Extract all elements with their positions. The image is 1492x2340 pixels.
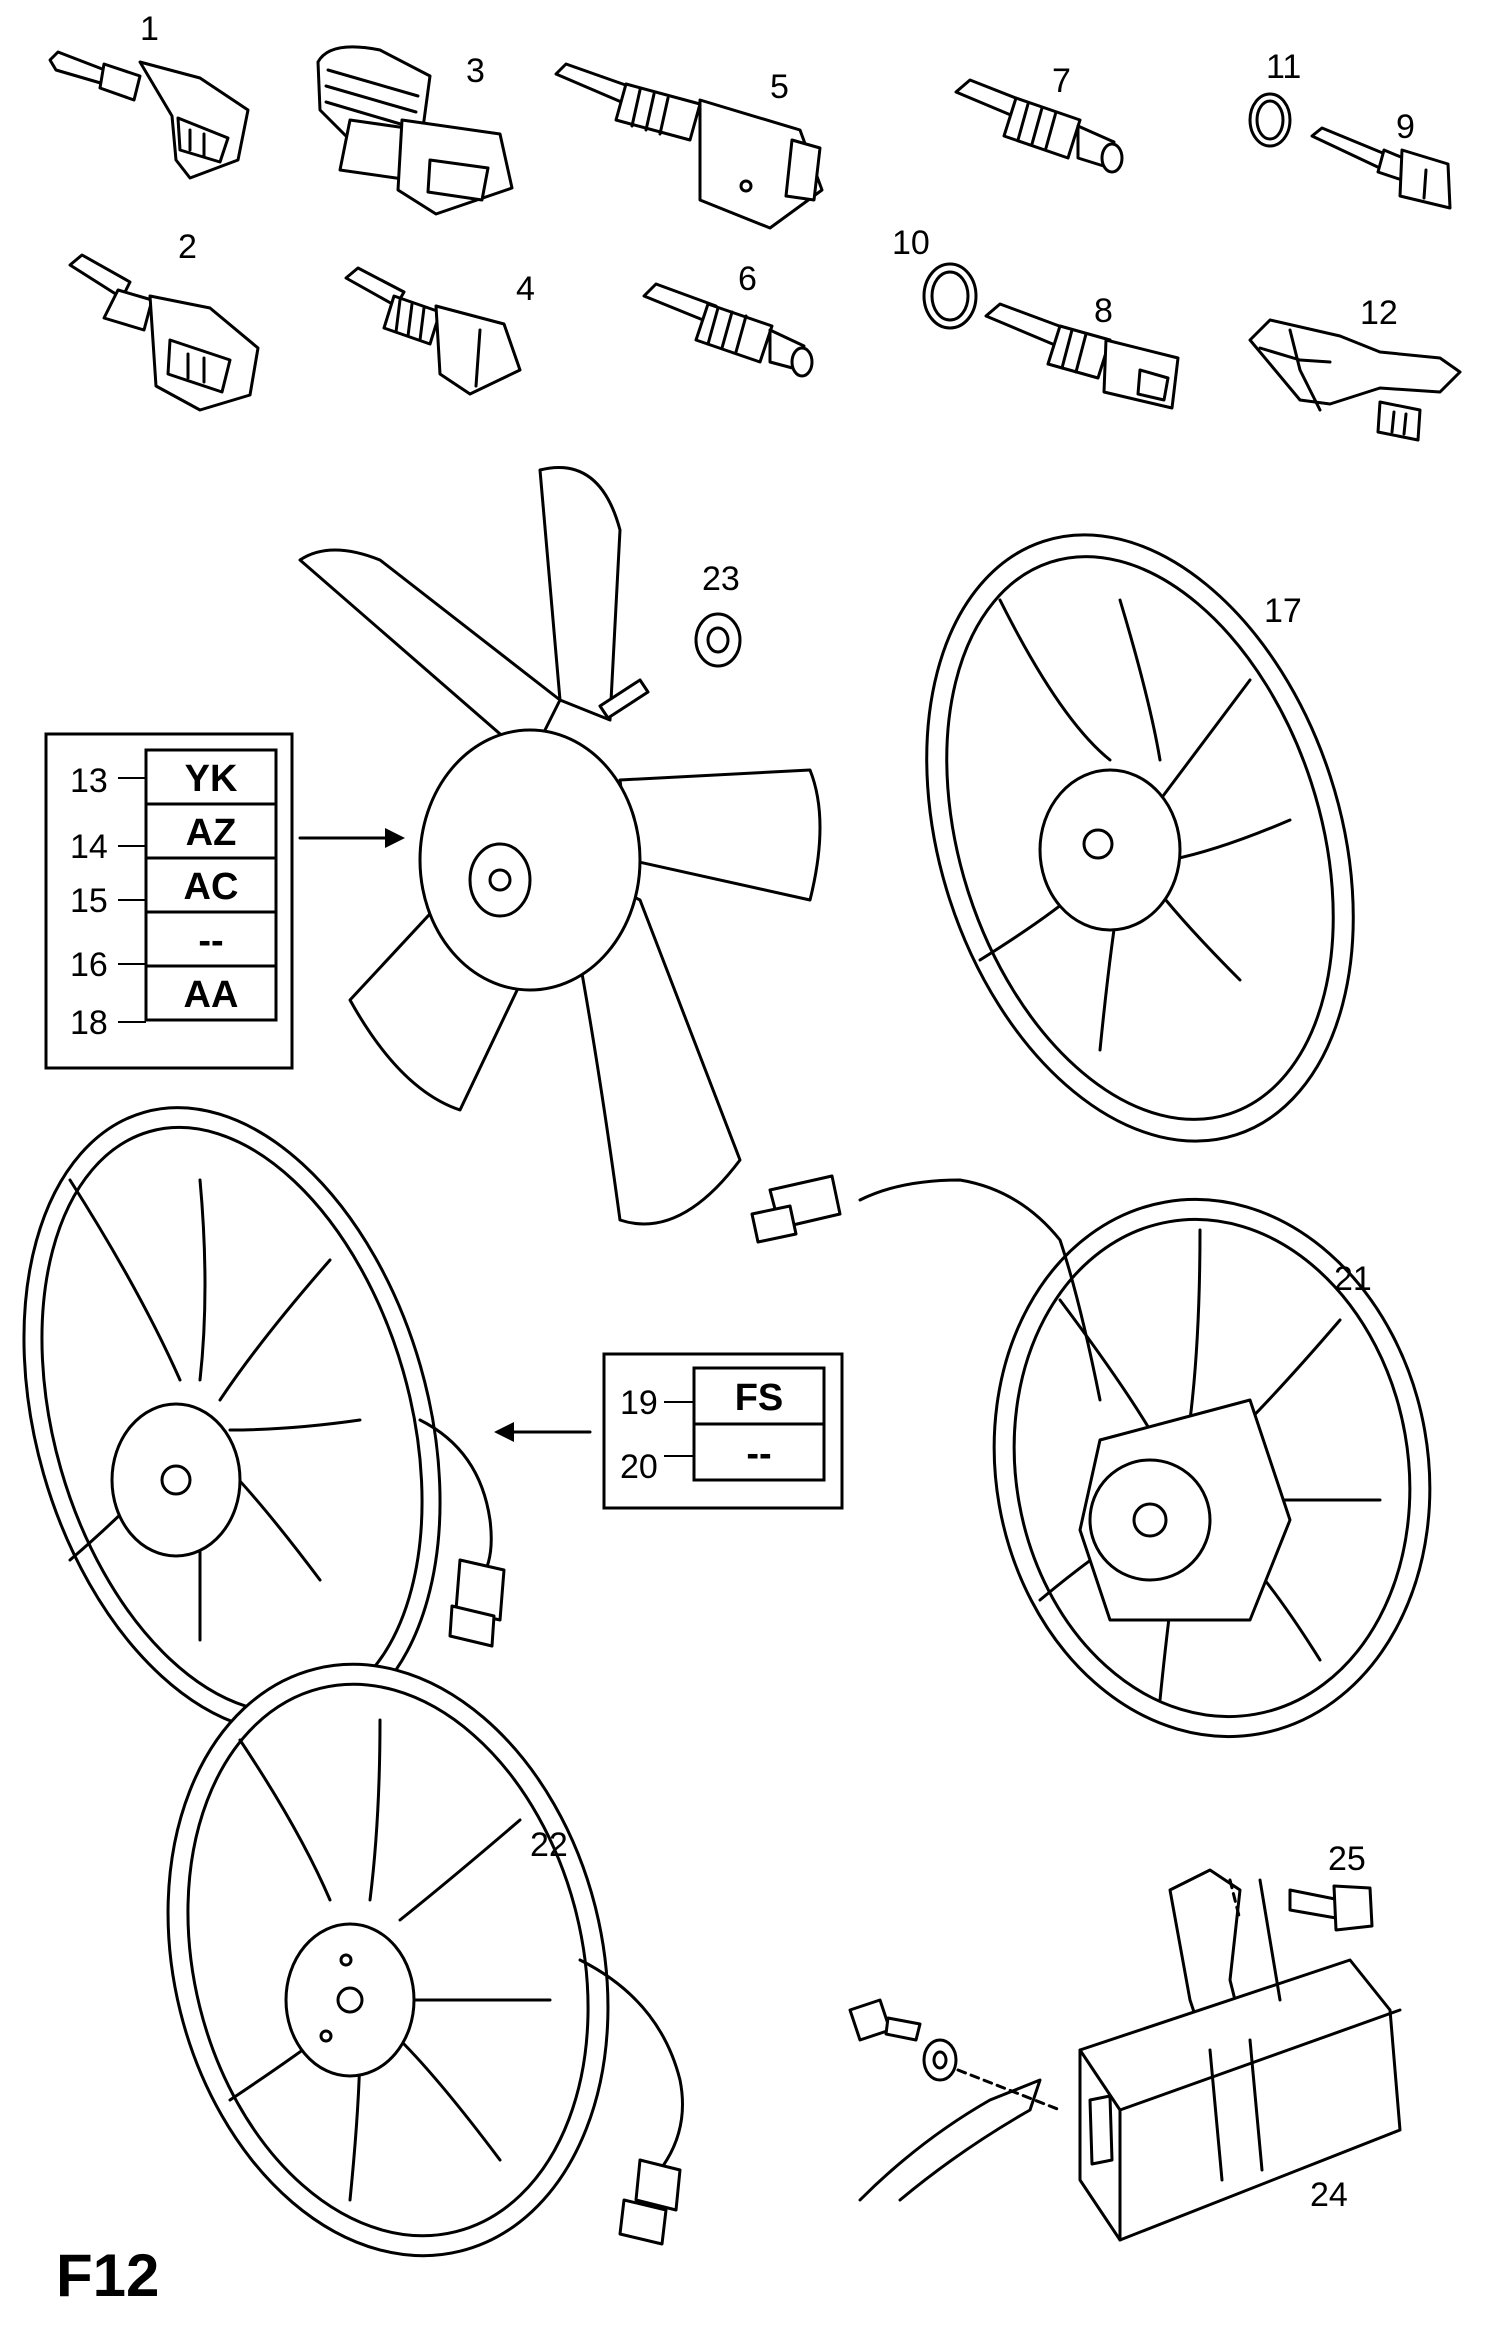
nut-23-icon bbox=[694, 612, 742, 668]
code-row-num: 19 bbox=[620, 1384, 658, 1422]
code-value: FS bbox=[735, 1377, 784, 1419]
part-label-5: 5 bbox=[770, 68, 789, 106]
washer-icon bbox=[922, 2038, 958, 2082]
fan-shroud-17-icon bbox=[925, 533, 1355, 1143]
connector-12-icon bbox=[1248, 318, 1462, 442]
sensor-7-icon bbox=[954, 78, 1124, 174]
sensor-8-icon bbox=[984, 302, 1180, 410]
sensor-9-icon bbox=[1310, 126, 1452, 210]
part-label-4: 4 bbox=[516, 270, 535, 308]
part-label-24: 24 bbox=[1310, 2176, 1348, 2214]
fan-assembly-21-icon bbox=[750, 1174, 1432, 1739]
sensor-3-icon bbox=[316, 45, 514, 216]
sensor-2-icon bbox=[68, 253, 260, 412]
code-row-num: 18 bbox=[70, 1004, 108, 1042]
code-row-num: 14 bbox=[70, 828, 108, 866]
arrow-icon bbox=[298, 828, 405, 848]
code-value: AA bbox=[184, 974, 239, 1016]
fan-assembly-19-icon bbox=[22, 1106, 506, 1734]
code-row-num: 15 bbox=[70, 882, 108, 920]
part-label-25: 25 bbox=[1328, 1840, 1366, 1878]
bolt-25-icon bbox=[1288, 1884, 1374, 1932]
resistor-24-icon bbox=[1078, 1868, 1402, 2242]
code-cell-13 bbox=[144, 748, 278, 806]
code-table-1: 13 14 15 16 18 YK AZ AC -- AA bbox=[44, 732, 294, 1070]
sheet-id: F12 bbox=[56, 2242, 159, 2309]
cooling-fan-icon bbox=[298, 466, 822, 1226]
screw-icon bbox=[848, 1998, 922, 2042]
part-label-11: 11 bbox=[1266, 48, 1301, 86]
code-value: -- bbox=[198, 920, 223, 962]
washer-11-icon bbox=[1248, 92, 1292, 148]
part-label-3: 3 bbox=[466, 52, 485, 90]
part-label-22: 22 bbox=[530, 1826, 568, 1864]
washer-10-icon bbox=[922, 262, 978, 330]
code-value: YK bbox=[185, 758, 238, 800]
fan-assembly-22-icon bbox=[166, 1662, 684, 2258]
code-cell-18 bbox=[144, 964, 278, 1022]
code-cell-14 bbox=[144, 802, 278, 860]
code-cell-20 bbox=[692, 1422, 826, 1482]
sensor-4-icon bbox=[344, 266, 522, 396]
part-label-8: 8 bbox=[1094, 292, 1113, 330]
part-label-17: 17 bbox=[1264, 592, 1302, 630]
sensor-6-icon bbox=[642, 282, 814, 378]
part-label-7: 7 bbox=[1052, 62, 1071, 100]
part-label-10: 10 bbox=[892, 224, 930, 262]
part-label-21: 21 bbox=[1334, 1260, 1372, 1298]
code-value: AZ bbox=[186, 812, 237, 854]
code-cell-19 bbox=[692, 1366, 826, 1426]
part-label-23: 23 bbox=[702, 560, 740, 598]
code-row-num: 16 bbox=[70, 946, 108, 984]
part-label-2: 2 bbox=[178, 228, 197, 266]
code-value: -- bbox=[746, 1433, 771, 1475]
sensor-1-icon bbox=[48, 50, 250, 180]
code-row-num: 20 bbox=[620, 1448, 658, 1486]
code-table-2: 19 20 FS -- bbox=[602, 1352, 844, 1510]
code-value: AC bbox=[184, 866, 239, 908]
code-row-num: 13 bbox=[70, 762, 108, 800]
code-cell-16 bbox=[144, 910, 278, 968]
sensor-5-icon bbox=[554, 62, 824, 230]
code-cell-15 bbox=[144, 856, 278, 914]
part-label-6: 6 bbox=[738, 260, 757, 298]
part-label-12: 12 bbox=[1360, 294, 1398, 332]
part-label-9: 9 bbox=[1396, 108, 1415, 146]
bracket-icon bbox=[858, 1878, 1242, 2202]
part-label-1: 1 bbox=[140, 10, 159, 48]
arrow-icon bbox=[494, 1422, 592, 1442]
